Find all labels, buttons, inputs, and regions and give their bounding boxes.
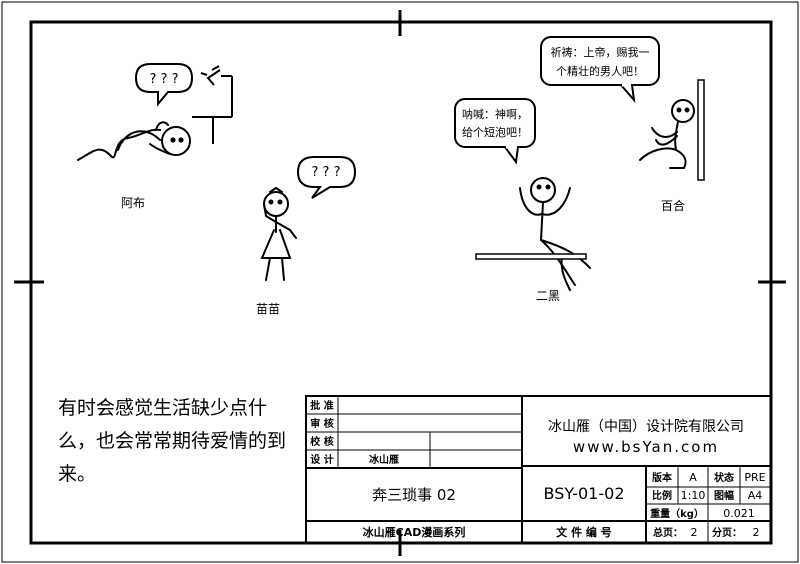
label-miaomiao: 苗苗 [256, 302, 280, 316]
status-value: PRE [744, 471, 765, 484]
sheet-size-label: 图幅 [714, 489, 734, 502]
weight-value: 0.021 [723, 507, 755, 520]
scale-label: 比例 [652, 489, 672, 502]
caption-text: 有时会感觉生活缺少点什 么，也会常常期待爱情的到 来。 [58, 392, 288, 491]
total-pages-value: 2 [691, 526, 698, 539]
scale-value: 1:10 [681, 489, 706, 502]
speech-bubble-miaomiao: ? ? ? [296, 156, 357, 199]
bubble-miaomiao-text: ? ? ? [312, 165, 341, 180]
caption-line-3: 来。 [58, 463, 97, 485]
company-name: 冰山雁（中国）设计院有限公司 [548, 419, 744, 435]
role-check: 校 核 [310, 435, 333, 448]
role-approve: 批 准 [310, 399, 333, 412]
character-erhei [519, 177, 591, 291]
company-website: www.bsYan.com [573, 438, 719, 456]
title-block [305, 395, 772, 544]
sheet-size-value: A4 [748, 489, 763, 502]
page-value: 2 [753, 526, 760, 539]
bench [475, 253, 587, 260]
file-number-label: 文 件 编 号 [556, 525, 612, 539]
character-baihe [639, 99, 695, 169]
bubble-baihe-line1: 祈祷：上帝，赐我一 [551, 45, 650, 59]
label-baihe: 百合 [661, 198, 685, 213]
wall [697, 79, 705, 181]
bubble-abu-text: ? ? ? [150, 72, 179, 87]
bubble-erhei-line2: 给个短泡吧！ [462, 125, 528, 139]
total-pages-label: 总页： [653, 526, 683, 539]
bubble-baihe-line2: 个精壮的男人吧！ [556, 64, 644, 78]
designer-name: 冰山雁 [369, 453, 399, 466]
speech-bubble-erhei: 呐喊：神啊， 给个短泡吧！ [454, 98, 536, 165]
caption-line-1: 有时会感觉生活缺少点什 [58, 397, 268, 419]
label-erhei: 二黑 [536, 289, 560, 303]
bubble-erhei-line1: 呐喊：神啊， [462, 107, 528, 121]
speech-bubble-baihe: 祈祷：上帝，赐我一 个精壮的男人吧！ [540, 36, 660, 104]
speech-bubble-abu: ? ? ? [134, 63, 194, 107]
page-label: 分页： [712, 526, 742, 539]
shower-fixture [192, 65, 233, 144]
caption-line-2: 么，也会常常期待爱情的到 [58, 430, 287, 452]
character-miaomiao [260, 186, 297, 281]
version-label: 版本 [652, 471, 673, 484]
version-value: A [689, 471, 697, 484]
drawing-number: BSY-01-02 [544, 484, 625, 503]
role-review: 审 核 [310, 417, 333, 430]
label-abu: 阿布 [121, 196, 145, 210]
character-abu [77, 121, 191, 161]
drawing-name: 奔三琐事 02 [372, 486, 456, 504]
status-label: 状态 [714, 471, 734, 484]
series-name: 冰山雁CAD漫画系列 [363, 525, 466, 539]
weight-label: 重量（kg） [650, 507, 704, 520]
role-design: 设 计 [310, 453, 333, 466]
